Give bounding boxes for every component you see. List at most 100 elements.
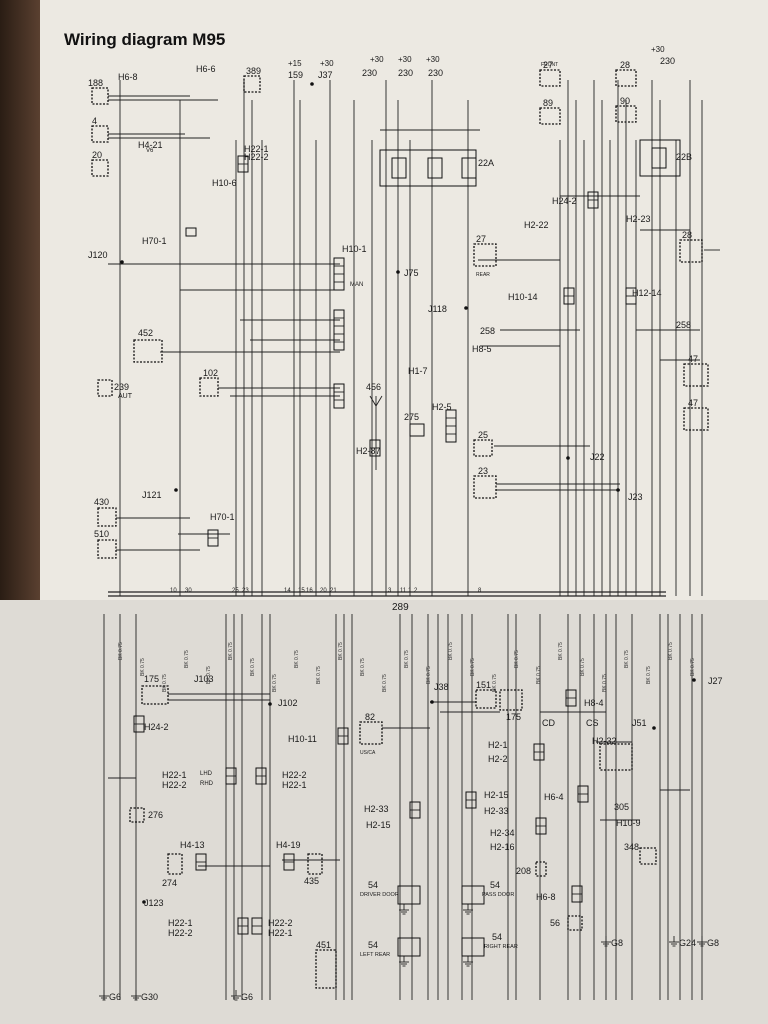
- connector-label: H2-33: [364, 804, 389, 814]
- junction-dot: [464, 306, 468, 310]
- component-label-274: 274: [162, 878, 177, 888]
- wire-code: BK 0.75: [118, 642, 124, 660]
- supply-label: +30: [320, 59, 334, 68]
- component-239: [97, 379, 113, 397]
- component-389: [243, 75, 261, 93]
- component-label-56: 56: [550, 918, 560, 928]
- wire-code: BK 0.75: [382, 674, 388, 692]
- door-sublabel: DRIVER DOOR: [360, 892, 399, 898]
- component-label-J38: J38: [434, 682, 449, 692]
- supply-label: +30: [426, 55, 440, 64]
- component-label-188: 188: [88, 78, 103, 88]
- misc-label: CD: [542, 718, 555, 728]
- door-switch-0: [397, 885, 421, 905]
- wire-code: BK 0.75: [470, 658, 476, 676]
- ground-label: G24: [679, 938, 696, 948]
- connector-label: H2-22: [524, 220, 549, 230]
- supply-label: +30: [398, 55, 412, 64]
- connector-h4-19: [283, 853, 295, 871]
- bus-number: 15: [298, 588, 305, 594]
- connector-h8-4: [565, 689, 577, 707]
- connector-label: H22-2: [282, 770, 307, 780]
- component-27b: [473, 243, 497, 267]
- component-452: [133, 339, 163, 363]
- junction-dot: [396, 270, 400, 274]
- component-label-J103: J103: [194, 674, 214, 684]
- connector-label: H8-5: [472, 344, 492, 354]
- component-305: [599, 743, 633, 771]
- connector-h10-1: [333, 257, 345, 291]
- component-102: [199, 377, 219, 397]
- misc-label: LHD: [200, 771, 213, 777]
- connector-label: H2-87: [356, 446, 381, 456]
- bus-number: 30: [185, 588, 192, 594]
- junction-dot: [566, 456, 570, 460]
- component-label-258a: 258: [480, 326, 495, 336]
- component-label-47b: 47: [688, 398, 698, 408]
- connector-h24-2: [587, 191, 599, 209]
- component-188: [91, 87, 109, 105]
- component-151: [475, 689, 497, 709]
- ground-label: G30: [141, 992, 158, 1002]
- bus-number: 1: [408, 588, 412, 594]
- wire-code: BK 0.75: [690, 658, 696, 676]
- connector-h24-2-lower: [133, 715, 145, 733]
- supply-label: +30: [651, 45, 665, 54]
- component-label-82: 82: [365, 712, 375, 722]
- connector-h22-lhd: [225, 767, 237, 785]
- connector-h2-15: [465, 791, 477, 809]
- connector-h2-5: [445, 409, 457, 443]
- junction-dot: [268, 702, 272, 706]
- junction-dot: [120, 260, 124, 264]
- wire-code: BK 0.75: [162, 674, 168, 692]
- connector-h22-bottom-r: [251, 917, 263, 935]
- component-208: [535, 861, 547, 877]
- connector-label: H4-21: [138, 140, 163, 150]
- wire-code: BK 0.75: [602, 674, 608, 692]
- bus-number: 10: [170, 588, 177, 594]
- connector-label: H22-1: [244, 144, 269, 154]
- ground-label: G8: [707, 938, 719, 948]
- component-label-27a: 27: [543, 60, 553, 70]
- connector-label: H2-34: [490, 828, 515, 838]
- connector-label: H70-1: [210, 512, 235, 522]
- door-sublabel: PASS DOOR: [482, 892, 514, 898]
- bus-number: 16: [306, 588, 313, 594]
- relay-22b-box: [639, 139, 681, 177]
- connector-label: H2-15: [484, 790, 509, 800]
- component-label-159: 159: [288, 70, 303, 80]
- connector-label: J75: [404, 268, 419, 278]
- component-label-389: 389: [246, 66, 261, 76]
- component-label-348: 348: [624, 842, 639, 852]
- component-label-4: 4: [92, 116, 97, 126]
- component-276: [129, 807, 145, 823]
- junction-dot: [652, 726, 656, 730]
- component-27a: [539, 69, 561, 87]
- ground-label: G6: [109, 992, 121, 1002]
- door-label: 54: [368, 880, 378, 890]
- wire-code: BK 0.75: [646, 666, 652, 684]
- junction-dot: [142, 900, 146, 904]
- connector-label: H2-33: [484, 806, 509, 816]
- connector-label: H10-14: [508, 292, 538, 302]
- junction-dot: [310, 82, 314, 86]
- component-label-25: 25: [478, 430, 488, 440]
- component-25: [473, 439, 493, 457]
- connector-label: H22-2: [168, 928, 193, 938]
- connector-label: H22-2: [244, 152, 269, 162]
- component-175b: [499, 689, 523, 711]
- bus-number: 21: [330, 588, 337, 594]
- component-label-J102: J102: [278, 698, 298, 708]
- connector-label: H6-4: [544, 792, 564, 802]
- door-switch-2: [397, 937, 421, 957]
- wire-code: BK 0.75: [360, 658, 366, 676]
- component-label-430: 430: [94, 497, 109, 507]
- connector-h12-14: [625, 287, 637, 305]
- junction-dot: [692, 678, 696, 682]
- junction-dot: [430, 700, 434, 704]
- wire: [369, 395, 377, 407]
- connector-label: H2-2: [488, 754, 508, 764]
- connector-label: H2-32: [592, 736, 617, 746]
- connector-label: H6-8: [118, 72, 138, 82]
- connector-label: H6-8: [536, 892, 556, 902]
